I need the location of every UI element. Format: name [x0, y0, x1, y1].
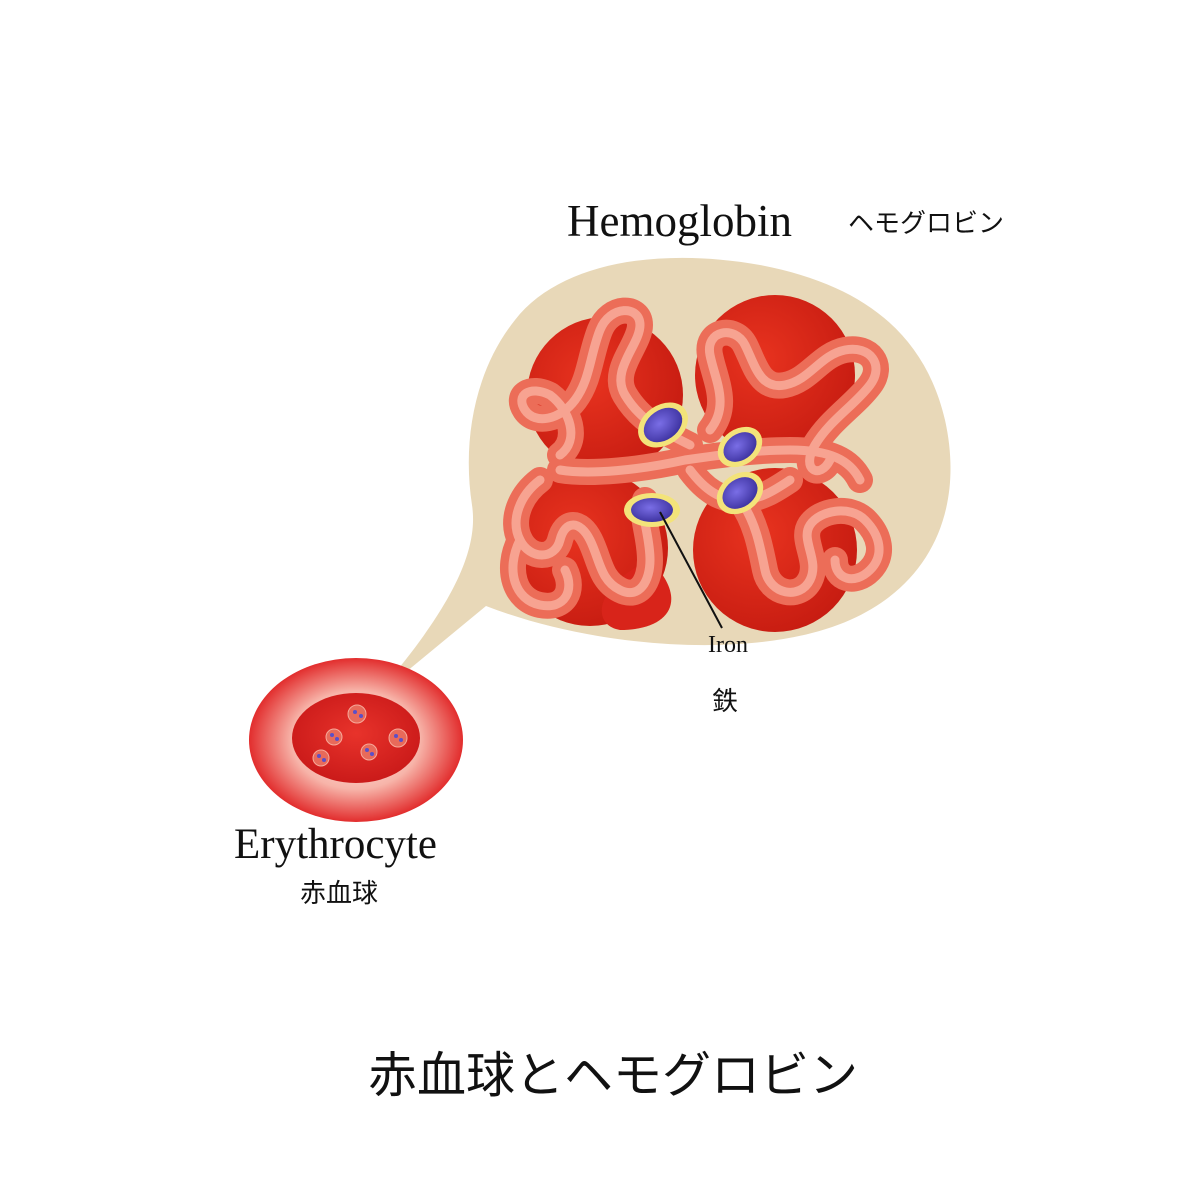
mini-hemoglobin-molecules	[312, 704, 408, 767]
erythrocyte-label-ja: 赤血球	[300, 879, 378, 909]
iron-pointer-line	[659, 511, 723, 629]
hemoglobin-label-ja: ヘモグロビン	[848, 209, 1004, 239]
iron-label: Iron	[708, 632, 748, 658]
erythrocyte-cell	[249, 658, 463, 822]
hemoglobin-molecule	[499, 295, 892, 632]
heme-groups	[624, 402, 764, 527]
iron-label-ja: 鉄	[712, 687, 738, 717]
heme-group-3	[716, 471, 764, 515]
caption: 赤血球とヘモグロビン	[368, 1047, 858, 1104]
heme-group-1	[638, 402, 688, 448]
hemoglobin-label: Hemoglobin	[567, 196, 792, 246]
heme-group-2	[717, 426, 763, 468]
mini-heme-dots	[317, 710, 403, 762]
heme-group-4	[624, 493, 680, 527]
erythrocyte-label: Erythrocyte	[234, 821, 437, 868]
protein-chains	[499, 297, 892, 619]
